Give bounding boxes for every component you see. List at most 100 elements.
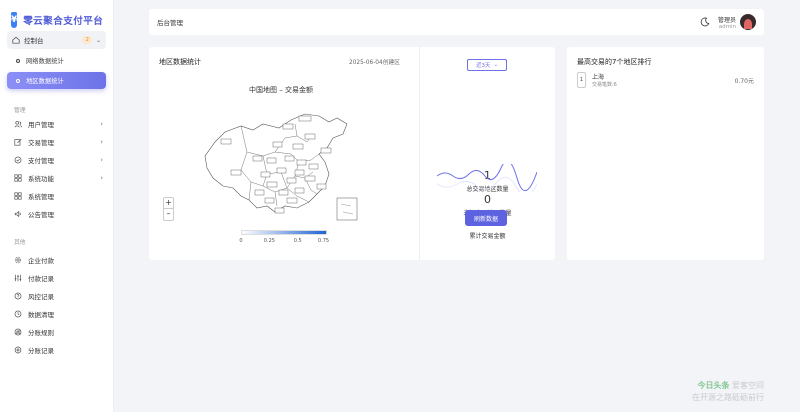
rank-number: 1 bbox=[577, 72, 586, 88]
check-circle-icon bbox=[14, 156, 22, 164]
sidebar-item-label: 分账规则 bbox=[28, 329, 54, 337]
sidebar-item-data-cleanup[interactable]: 数据清理 bbox=[0, 305, 113, 323]
stat-total-regions-label: 总交易地区数量 bbox=[466, 186, 509, 193]
list-item[interactable]: 1 上海 交易笔数:6 0.70元 bbox=[577, 71, 754, 89]
card-date: 2025-06-04创建区 bbox=[349, 60, 401, 66]
gear-icon bbox=[14, 256, 22, 264]
brand-title: 零云聚合支付平台 bbox=[23, 15, 104, 27]
stat-total-regions-value: 1 bbox=[484, 169, 491, 182]
users-icon bbox=[14, 120, 22, 128]
legend-tick: 0.5 bbox=[293, 238, 302, 244]
watermark: 今日头条 爱客空间 在开源之路砥砺前行 bbox=[692, 380, 764, 404]
help-circle-icon bbox=[14, 292, 22, 300]
chevron-down-icon: ⌄ bbox=[95, 36, 101, 44]
sidebar-item-split-rules[interactable]: 分账规则 bbox=[0, 323, 113, 341]
wallet-logo-icon: ¥ bbox=[11, 11, 18, 28]
card-divider bbox=[419, 47, 420, 260]
stats-panel: 近3天 ⌄ 1 总交易地区数量 0 未知交易地区数量 0.70 累计交易金额 刷… bbox=[420, 47, 555, 260]
sidebar-item-users[interactable]: 用户管理 › bbox=[0, 115, 113, 133]
sidebar-item-label: 用户管理 bbox=[28, 121, 54, 129]
sidebar-item-label: 系统功能 bbox=[28, 175, 54, 183]
dark-mode-moon-icon[interactable] bbox=[700, 17, 710, 27]
sidebar-item-region-stats[interactable]: 地区数据统计 bbox=[7, 72, 106, 89]
sidebar-item-payments[interactable]: 支付管理 › bbox=[0, 151, 113, 169]
sidebar-item-transactions[interactable]: 交易管理 › bbox=[0, 133, 113, 151]
legend-tick: 0.75 bbox=[317, 238, 330, 244]
range-select[interactable]: 近3天 ⌄ bbox=[467, 59, 507, 71]
user-name: 管理员 bbox=[717, 16, 736, 24]
dot-icon bbox=[16, 58, 20, 63]
stat-unknown-regions-value: 0 bbox=[484, 193, 491, 206]
sparkline-main bbox=[437, 164, 537, 191]
console-label: 控制台 bbox=[24, 37, 44, 45]
brand[interactable]: ¥ 零云聚合支付平台 bbox=[0, 0, 113, 28]
user-info[interactable]: 管理员 admin bbox=[718, 15, 736, 30]
region-ranking-card: 最高交易的7个地区排行 1 上海 交易笔数:6 0.70元 bbox=[567, 47, 764, 260]
sidebar-item-label: 分账记录 bbox=[28, 347, 54, 355]
legend-tick: 0 bbox=[239, 238, 243, 244]
sliders-icon bbox=[14, 274, 22, 282]
clock-icon bbox=[14, 310, 22, 318]
sidebar-item-label: 网络数据统计 bbox=[26, 58, 64, 65]
sidebar-item-label: 风控记录 bbox=[28, 293, 54, 301]
map-legend-gradient bbox=[241, 230, 327, 235]
chevron-right-icon: › bbox=[100, 138, 103, 146]
edit-icon bbox=[14, 138, 22, 146]
chevron-right-icon: › bbox=[100, 156, 103, 164]
sidebar-item-payment-records[interactable]: 付款记录 bbox=[0, 269, 113, 287]
watermark-line2: 在开源之路砥砺前行 bbox=[692, 393, 764, 402]
sidebar-item-risk-records[interactable]: 风控记录 bbox=[0, 287, 113, 305]
sidebar-item-label: 付款记录 bbox=[28, 275, 54, 283]
zoom-in-button[interactable]: + bbox=[164, 198, 173, 209]
card-title: 地区数据统计 bbox=[159, 58, 201, 66]
trend-sparkline bbox=[437, 164, 537, 192]
chevron-right-icon: › bbox=[100, 120, 103, 128]
south-sea-inset bbox=[336, 197, 358, 221]
card-title: 最高交易的7个地区排行 bbox=[577, 58, 652, 66]
section-title-manage: 管理 bbox=[14, 108, 26, 114]
china-map[interactable] bbox=[201, 112, 361, 222]
section-title-other: 其他 bbox=[14, 240, 26, 246]
zoom-out-button[interactable]: – bbox=[166, 209, 171, 218]
grid-icon bbox=[14, 192, 22, 200]
sidebar-item-label: 公告管理 bbox=[28, 211, 54, 219]
sidebar-item-label: 数据清理 bbox=[28, 311, 54, 319]
rank-city: 上海 bbox=[592, 74, 605, 81]
dot-icon bbox=[16, 78, 20, 83]
map-zoom-controls: + – bbox=[163, 197, 174, 221]
sidebar-item-label: 交易管理 bbox=[28, 139, 54, 147]
refresh-data-button[interactable]: 刷新数据 bbox=[465, 210, 507, 226]
sidebar-item-split-records[interactable]: 分账记录 bbox=[0, 341, 113, 359]
chevron-down-icon: ⌄ bbox=[493, 62, 499, 68]
console-badge: 2 bbox=[82, 36, 92, 44]
home-icon bbox=[12, 36, 20, 44]
watermark-line1: 爱客空间 bbox=[732, 381, 764, 390]
sidebar-item-label: 地区数据统计 bbox=[26, 78, 64, 85]
sidebar-item-system-manage[interactable]: 系统管理 bbox=[0, 187, 113, 205]
region-stats-card: 地区数据统计 2025-06-04创建区 中国地图 – 交易金额 + – 0 bbox=[149, 47, 555, 260]
legend-tick: 0.25 bbox=[263, 238, 275, 244]
sidebar-item-network-stats[interactable]: 网络数据统计 bbox=[7, 52, 106, 69]
console-menu[interactable]: 控制台 2 ⌄ bbox=[7, 31, 106, 49]
sidebar-item-label: 支付管理 bbox=[28, 157, 54, 165]
rank-info: 上海 交易笔数:6 bbox=[592, 72, 729, 88]
chrome-icon bbox=[14, 328, 22, 336]
range-select-value: 近3天 bbox=[475, 63, 491, 69]
rank-count: 交易笔数:6 bbox=[592, 82, 617, 88]
sparkline-shadow bbox=[437, 176, 537, 192]
sidebar-item-system-features[interactable]: 系统功能 › bbox=[0, 169, 113, 187]
avatar[interactable] bbox=[740, 14, 756, 30]
rank-amount: 0.70元 bbox=[734, 77, 754, 85]
grid-icon bbox=[14, 174, 22, 182]
user-role: admin bbox=[718, 23, 736, 30]
sidebar-item-label: 企业付款 bbox=[28, 257, 54, 265]
breadcrumb: 后台管理 bbox=[157, 19, 183, 27]
chevron-right-icon: › bbox=[100, 174, 103, 182]
watermark-brand: 今日头条 bbox=[697, 381, 730, 390]
sidebar: ¥ 零云聚合支付平台 控制台 2 ⌄ 网络数据统计 地区数据统计 管理 用户管理… bbox=[0, 0, 114, 412]
sidebar-item-enterprise-pay[interactable]: 企业付款 bbox=[0, 251, 113, 269]
hexagon-icon bbox=[14, 346, 22, 354]
sidebar-item-label: 系统管理 bbox=[28, 193, 54, 201]
sidebar-item-announcements[interactable]: 公告管理 bbox=[0, 205, 113, 223]
speaker-icon bbox=[14, 210, 22, 218]
